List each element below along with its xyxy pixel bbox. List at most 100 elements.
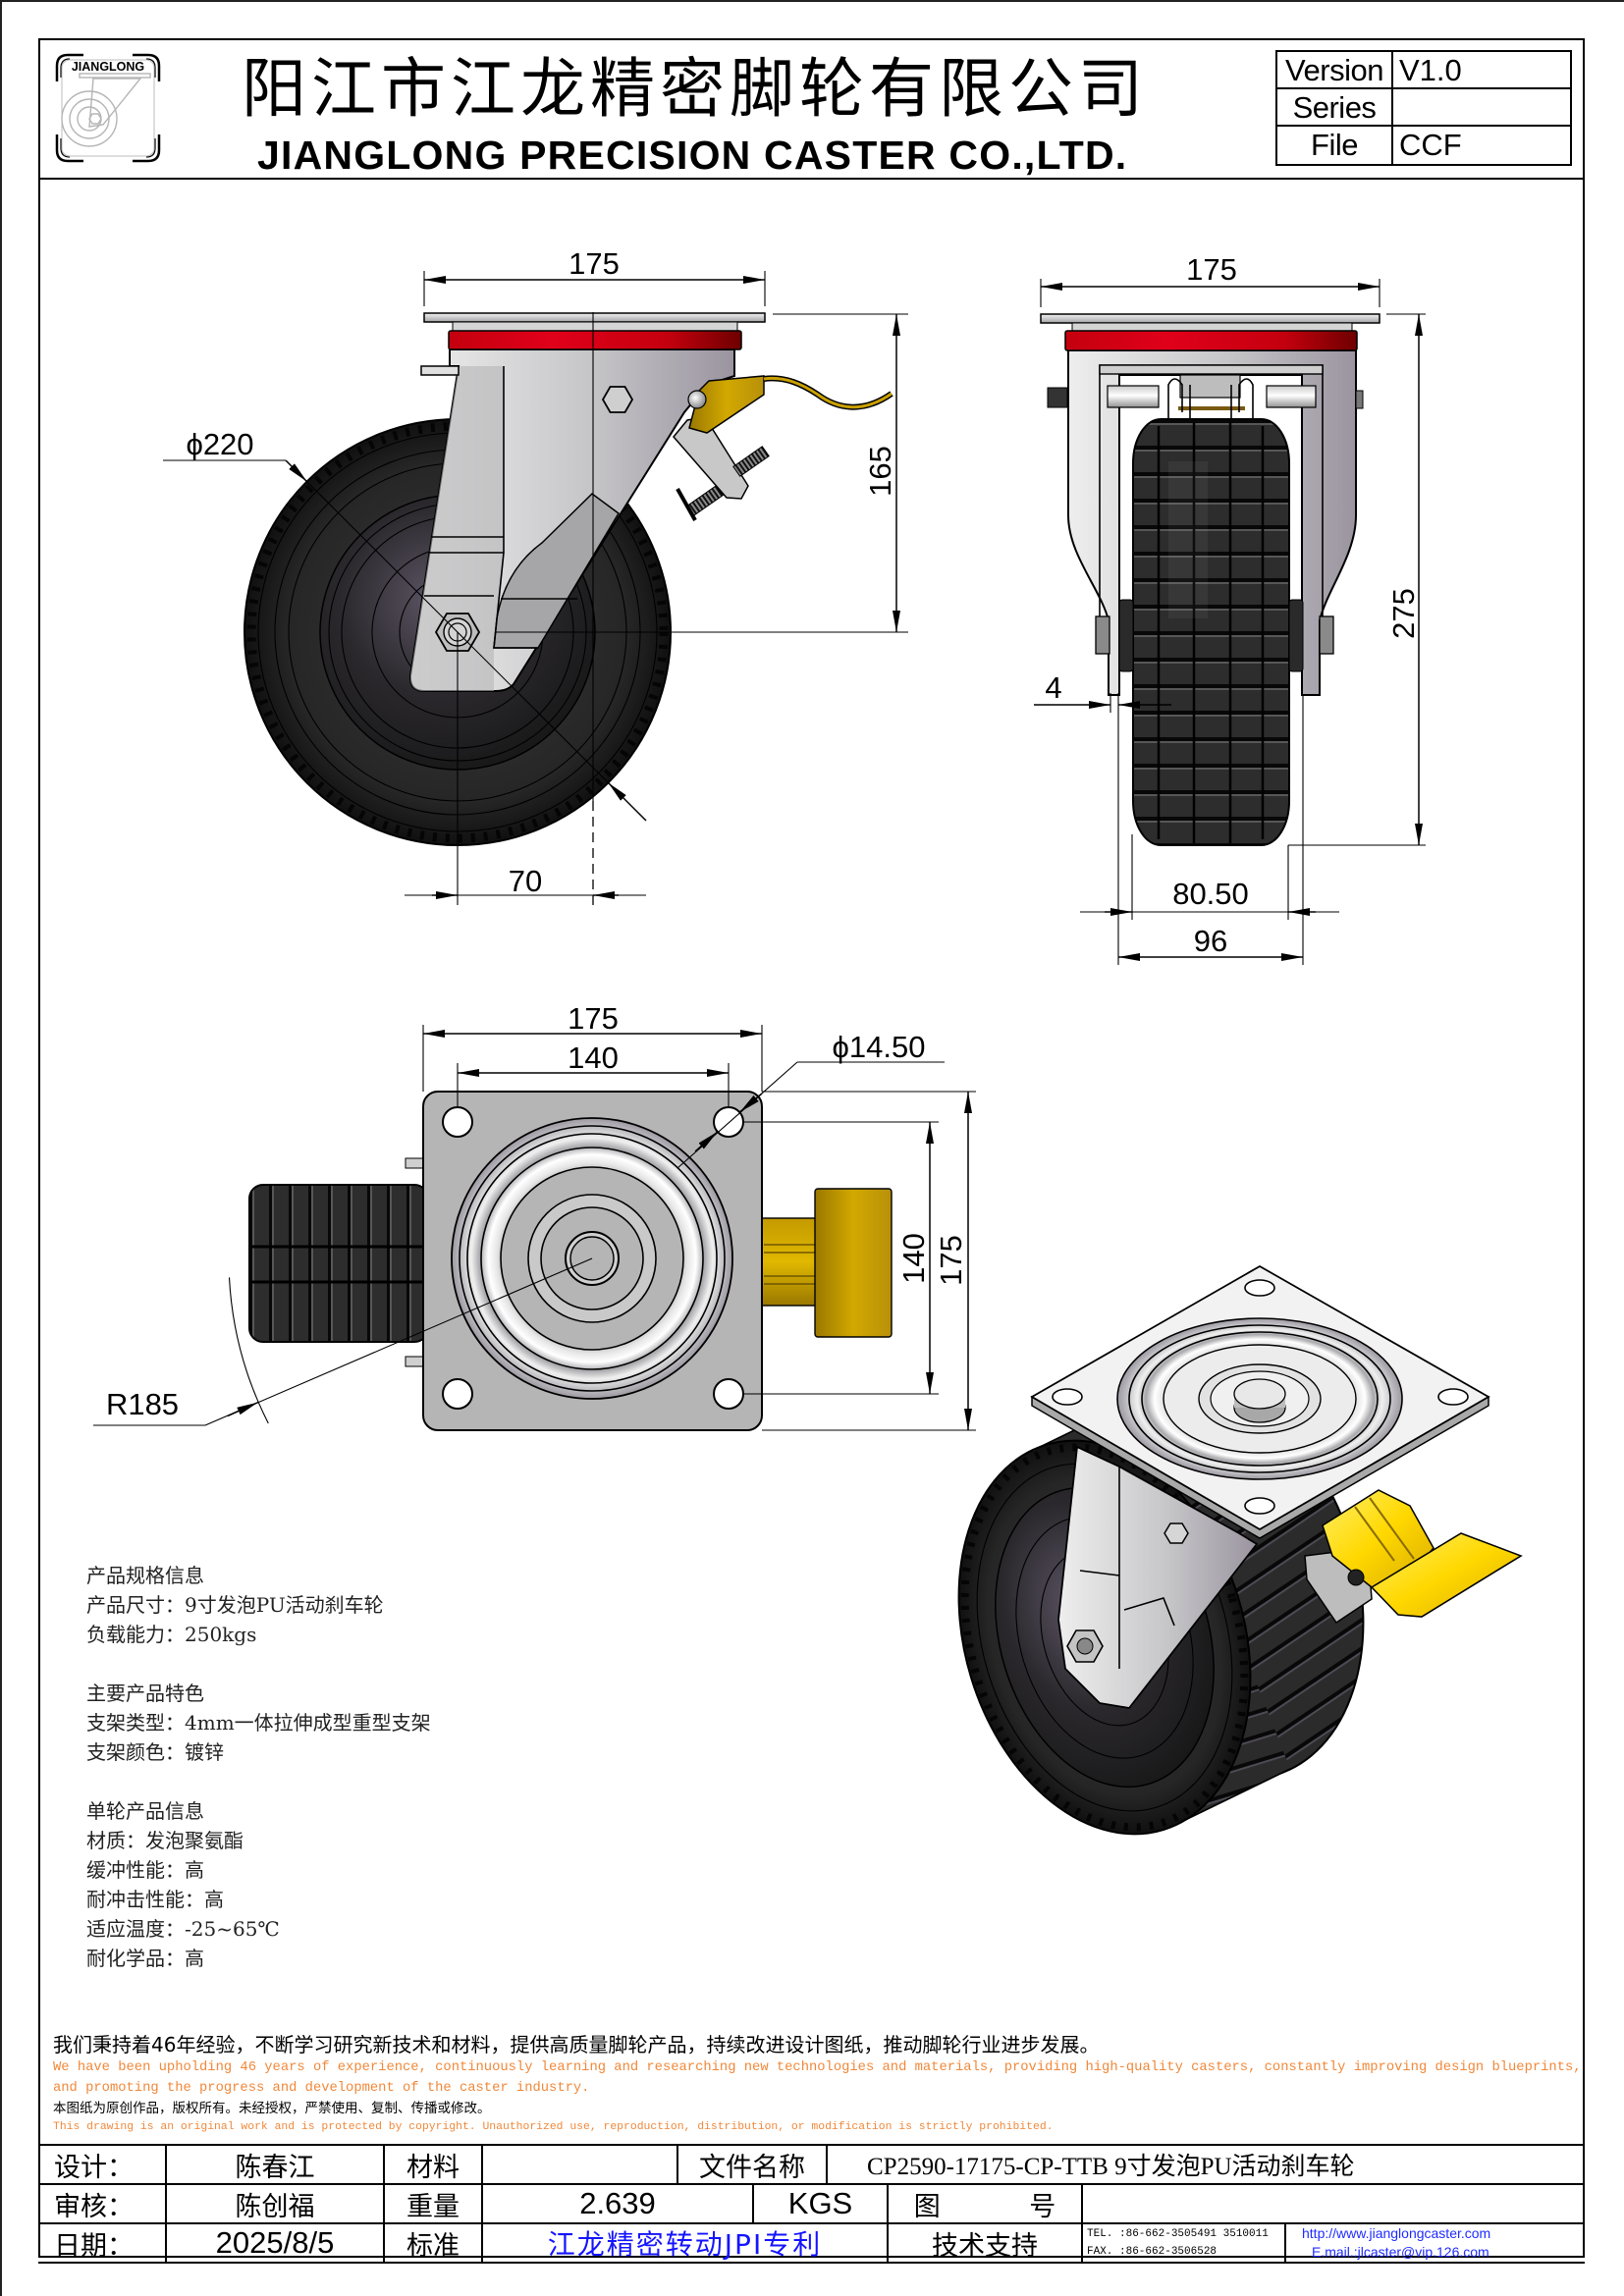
- swivel-ring-red: [1064, 330, 1358, 351]
- mounting-plate: [1040, 313, 1380, 324]
- bolt-hole: [1052, 1388, 1083, 1406]
- phone-number: TEL. :86-662-3505491 3510011: [1087, 2228, 1269, 2240]
- leader-line: [204, 1257, 593, 1426]
- spec-item: 支架类型：4mm一体拉伸成型重型支架: [86, 1711, 431, 1735]
- drawing-frame: [38, 38, 1585, 2258]
- side-fork: [408, 348, 735, 692]
- fork-side-face: [409, 366, 504, 691]
- header-divider: [38, 178, 1585, 180]
- dimension-label: 175: [934, 1235, 968, 1286]
- bolt-hole: [442, 1378, 473, 1410]
- brake-block: [1179, 374, 1241, 399]
- material-label: 材料: [385, 2146, 483, 2183]
- hub-cap-right: [1288, 599, 1304, 672]
- brake-stem-ribs: [764, 1244, 817, 1285]
- weight-unit: KGS: [754, 2185, 889, 2222]
- title-block-row-design: 设计： 陈春江 材料 文件名称 CP2590-17175-CP-TTB 9寸发泡…: [38, 2146, 1585, 2185]
- brake-arm: [673, 416, 749, 500]
- arrow: [738, 1093, 763, 1113]
- contact-web: http://www.jianglongcaster.com E.mail.:j…: [1286, 2224, 1585, 2262]
- dimension-label: 96: [1194, 924, 1227, 958]
- website-link[interactable]: http://www.jianglongcaster.com: [1302, 2225, 1491, 2241]
- diameter-line: [306, 481, 609, 783]
- dim-side-mount-height: 165: [773, 313, 908, 632]
- spec-item: 适应温度：-25~65℃: [86, 1917, 280, 1941]
- brake-bracket: [688, 375, 765, 434]
- doc-info-row-series: Series: [1277, 89, 1570, 127]
- brake-lever: [763, 376, 893, 409]
- fork-edges: [424, 366, 577, 649]
- front-view: 175 275 4 80.50 96: [1034, 252, 1426, 965]
- reviewer-label: 审核：: [38, 2185, 167, 2222]
- drawing-number-value: [1083, 2185, 1585, 2222]
- company-logo: JIANGLONG: [55, 53, 161, 163]
- tech-support-label: 技术支持: [889, 2224, 1083, 2262]
- email-link[interactable]: E.mail.:jlcaster@vip.126.com: [1312, 2244, 1489, 2260]
- front-wheel: [1132, 418, 1290, 846]
- material-value: [483, 2146, 678, 2183]
- tread-blocks: [960, 1443, 1249, 1832]
- side-bolt-right-icon: [1355, 390, 1364, 409]
- axle-end-icon: [405, 1356, 424, 1367]
- dim-top-bolt-spacing-x: 140: [457, 1041, 730, 1107]
- race-ring: [480, 1147, 704, 1370]
- brake-rod: [1178, 406, 1245, 410]
- top-view: 175 140 ϕ14.50 140 175: [93, 1001, 976, 1431]
- race-ring: [466, 1133, 718, 1384]
- iso-brake: [1304, 1489, 1523, 1625]
- brake-stem: [761, 1217, 820, 1307]
- doc-info-label: Version: [1277, 52, 1393, 87]
- dim-top-bolt-spacing-y: 140: [743, 1121, 939, 1395]
- product-specs: 产品规格信息 产品尺寸：9寸发泡PU活动刹车轮 负载能力：250kgs 主要产品…: [86, 1561, 431, 2002]
- swivel-collar: [1071, 322, 1353, 332]
- dimension-label: ϕ14.50: [833, 1030, 926, 1064]
- axle-end-icon: [405, 1157, 424, 1169]
- bolt-hole: [1244, 1279, 1275, 1297]
- axle-nut-right-icon: [1319, 615, 1334, 655]
- designer-label: 设计：: [38, 2146, 167, 2183]
- tread-grooves: [251, 1245, 423, 1284]
- arrow: [227, 1401, 259, 1417]
- leader-arrow: [285, 459, 308, 483]
- tire-highlight: [1168, 461, 1208, 618]
- side-brake: [673, 375, 893, 521]
- dimension-label: 175: [568, 246, 620, 281]
- axle-nut-left-icon: [1095, 615, 1110, 655]
- fax-number: FAX. :86-662-3506528: [1087, 2246, 1218, 2258]
- axle-end: [1076, 1637, 1094, 1655]
- company-statement-en-line2: and promoting the progress and developme…: [53, 2081, 590, 2096]
- side-top-plate: [423, 312, 766, 350]
- fork-top-bar: [1099, 364, 1324, 375]
- dimension-label: 175: [1186, 252, 1237, 287]
- brake-shaft-left: [1107, 385, 1160, 408]
- fork-body: [1057, 1445, 1259, 1709]
- dimension-label: ϕ220: [186, 427, 253, 461]
- drawing-number-label: 图 号: [889, 2185, 1083, 2222]
- bolt-hole: [1244, 1497, 1275, 1515]
- iso-swivel-race: [1116, 1317, 1403, 1480]
- file-name-label: 文件名称: [678, 2146, 828, 2183]
- spec-item: 产品尺寸：9寸发泡PU活动刹车轮: [86, 1593, 384, 1617]
- document-info-table: Version V1.0 Series File CCF: [1275, 50, 1572, 166]
- spec-item: 支架颜色：镀锌: [86, 1740, 224, 1764]
- hub-cap-left: [1118, 599, 1134, 672]
- tread-grooves: [1157, 422, 1265, 843]
- dim-front-wheel-width: 80.50: [1080, 834, 1339, 920]
- designer-value: 陈春江: [167, 2146, 385, 2183]
- brake-pedal: [1370, 1532, 1523, 1618]
- brake-spring-icon: [686, 485, 724, 516]
- side-centerlines: [457, 312, 908, 905]
- mounting-plate: [423, 312, 766, 323]
- standard-label: 标准: [385, 2224, 483, 2262]
- brake-bolt-head: [676, 488, 697, 521]
- isometric-view: [957, 1264, 1523, 1836]
- title-block: 设计： 陈春江 材料 文件名称 CP2590-17175-CP-TTB 9寸发泡…: [38, 2144, 1585, 2264]
- copyright-notice-cn: 本图纸为原创作品，版权所有。未经授权，严禁使用、复制、传播或修改。: [53, 2101, 491, 2116]
- side-bolt-left-icon: [1047, 387, 1068, 408]
- title-block-row-date: 日期： 2025/8/5 标准 江龙精密转动JPI专利 技术支持 TEL. :8…: [38, 2224, 1585, 2264]
- dim-front-fork-width: 96: [1117, 693, 1304, 965]
- company-statement-cn: 我们秉持着46年经验，不断学习研究新技术和材料，提供高质量脚轮产品，持续改进设计…: [53, 2033, 1100, 2056]
- dim-front-plate-width: 175: [1040, 252, 1380, 307]
- standard-value: 江龙精密转动JPI专利: [483, 2224, 889, 2262]
- bolt-hole: [713, 1378, 744, 1410]
